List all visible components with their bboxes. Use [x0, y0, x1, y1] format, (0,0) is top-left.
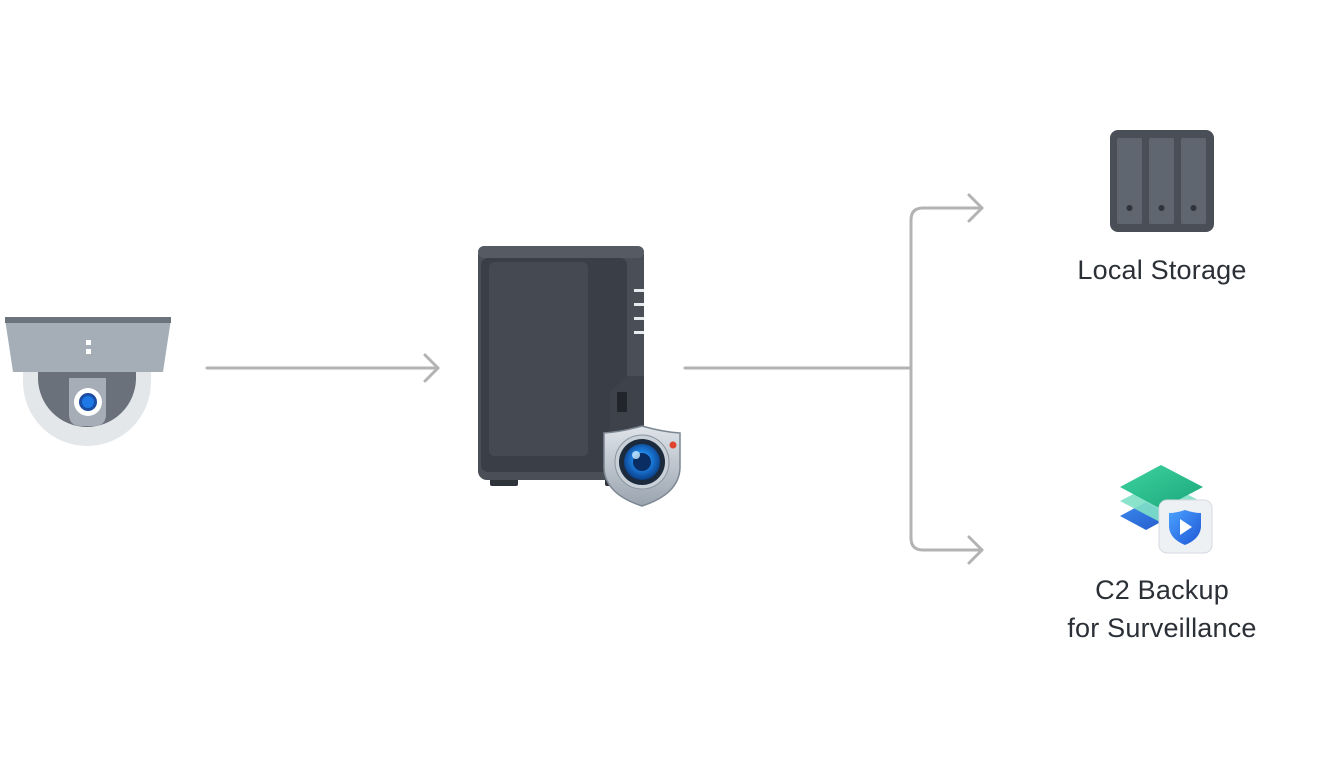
c2-backup-icon [1120, 465, 1213, 554]
dome-camera-icon [5, 317, 171, 446]
arrow-camera-to-nas [205, 353, 440, 383]
c2-backup-label-line2: for Surveillance [1067, 613, 1257, 643]
arrow-nas-to-targets [683, 193, 984, 565]
c2-backup-label-line1: C2 Backup [1095, 575, 1229, 605]
storage-drive-bay-icon [1110, 130, 1214, 232]
nas-server-icon [478, 246, 644, 486]
c2-backup-label: C2 Backup for Surveillance [1000, 571, 1320, 647]
surveillance-station-shield-icon [603, 425, 681, 507]
local-storage-label: Local Storage [1077, 255, 1247, 285]
